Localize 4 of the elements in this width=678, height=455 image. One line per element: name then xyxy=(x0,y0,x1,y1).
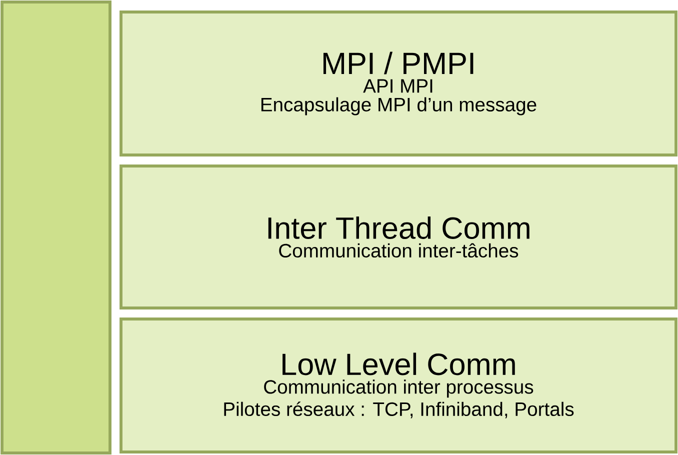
layer-box: Low Level Comm Communication inter processus Pilotes réseaux : TCP, Infiniband, Portals xyxy=(120,318,678,454)
layer-box: Inter Thread Comm Communication inter-tâches xyxy=(120,164,678,310)
side-bar xyxy=(0,0,112,454)
layer-box: MPI / PMPI API MPI Encapsulage MPI d’un message xyxy=(120,10,678,156)
